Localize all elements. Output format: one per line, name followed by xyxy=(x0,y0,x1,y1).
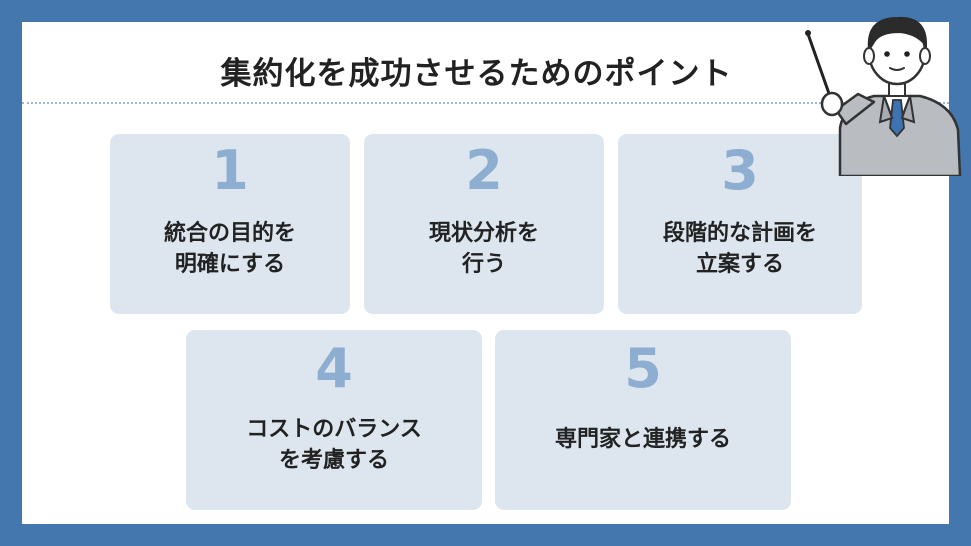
point-text-line: 専門家と連携する xyxy=(554,427,731,452)
point-text-line: 行う xyxy=(461,252,506,278)
point-card-4: 4 コストのバランス を考慮する xyxy=(186,330,482,510)
businessman-with-pointer-icon xyxy=(805,16,962,176)
point-text-line: 立案する xyxy=(695,252,784,278)
point-number: 1 xyxy=(211,139,249,202)
point-text-line: 段階的な計画を xyxy=(662,221,817,246)
point-number: 3 xyxy=(721,139,759,202)
point-text-line: を考慮する xyxy=(278,448,389,474)
point-number: 4 xyxy=(315,337,353,400)
point-card-5: 5 専門家と連携する xyxy=(495,330,791,510)
point-number: 5 xyxy=(624,337,662,400)
point-text-line: 統合の目的を xyxy=(163,221,296,246)
point-text-line: コストのバランス xyxy=(246,417,422,442)
point-text-line: 明確にする xyxy=(174,252,286,278)
point-card-2: 2 現状分析を 行う xyxy=(364,134,604,314)
page-title: 集約化を成功させるためのポイント xyxy=(220,56,733,92)
content-panel: 集約化を成功させるためのポイント 1 統合の目的を 明確にする 2 現状分析を … xyxy=(22,22,949,524)
point-text-line: 現状分析を xyxy=(428,221,539,246)
point-card-1: 1 統合の目的を 明確にする xyxy=(110,134,350,314)
point-number: 2 xyxy=(465,139,503,202)
title-divider xyxy=(22,102,949,104)
point-card-3: 3 段階的な計画を 立案する xyxy=(618,134,862,314)
